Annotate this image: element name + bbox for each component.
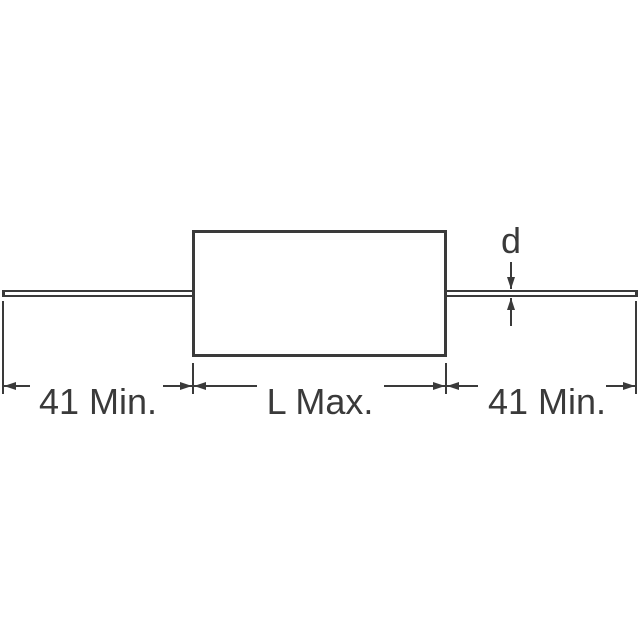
lead-diameter-label: d [501, 220, 521, 261]
right-lead-length-label: 41 Min. [488, 381, 606, 422]
body-length-label: L Max. [267, 381, 374, 422]
left-lead [2, 290, 193, 297]
left-lead-length-label: 41 Min. [39, 381, 157, 422]
component-body [192, 230, 447, 357]
extension-lines [2, 301, 637, 394]
right-lead [445, 290, 638, 297]
